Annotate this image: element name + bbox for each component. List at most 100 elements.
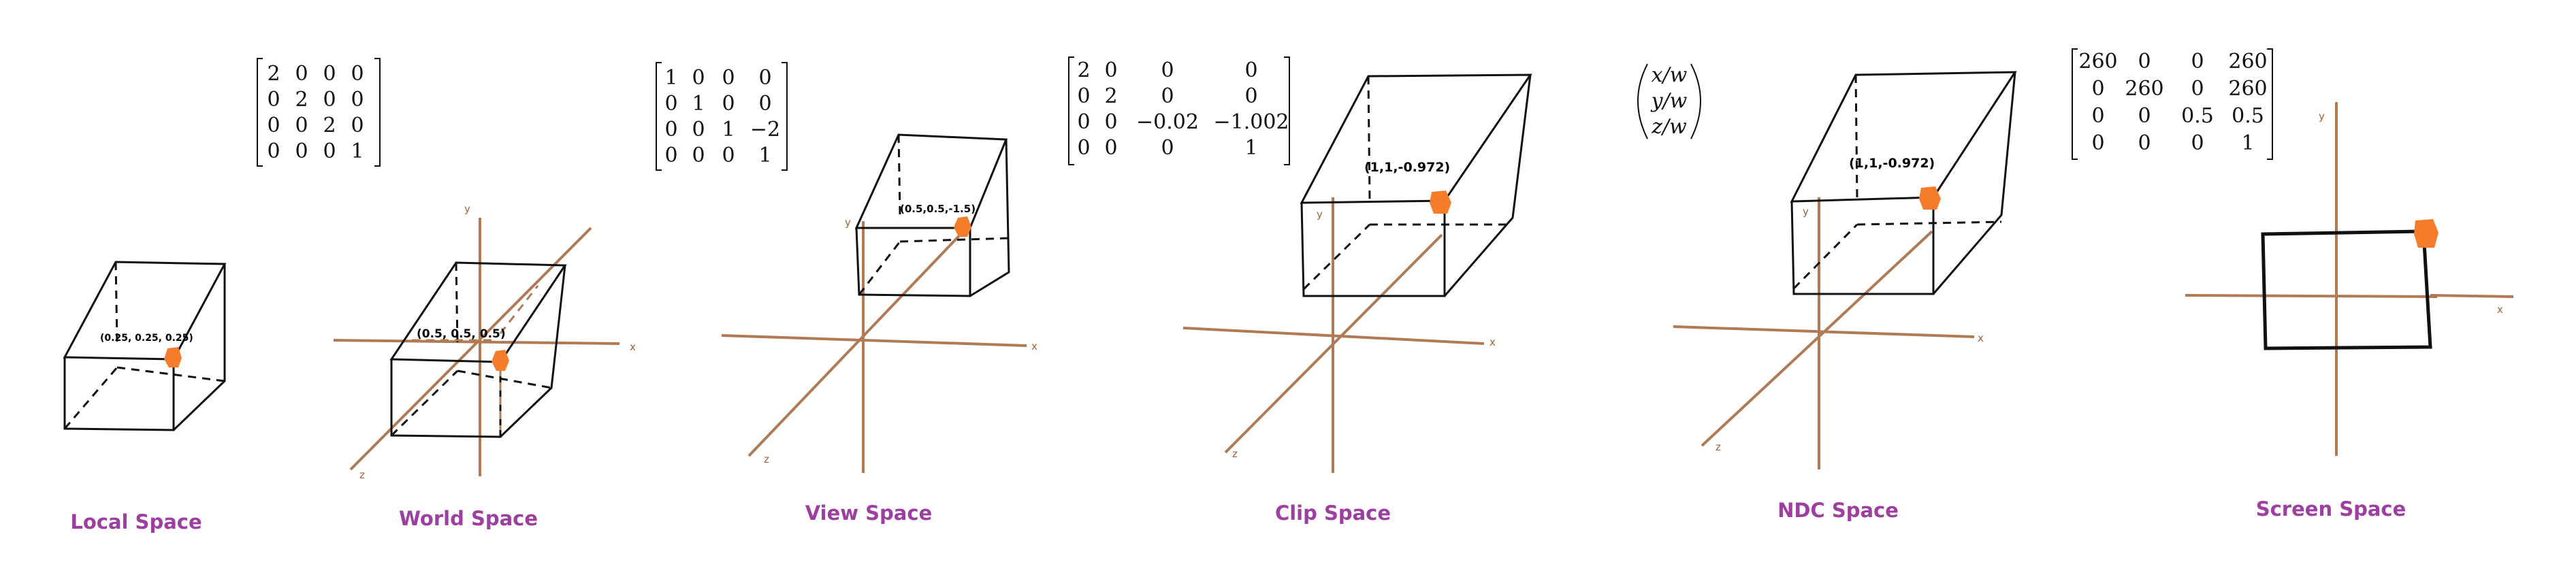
model-m31: 0 bbox=[295, 139, 308, 163]
view-axes bbox=[721, 221, 1027, 473]
viewport-m21: 0 bbox=[2138, 104, 2151, 128]
ndc-point-marker bbox=[1919, 186, 1941, 210]
world-axis-y-label: y bbox=[464, 203, 470, 215]
proj-m03: 0 bbox=[1244, 59, 1257, 82]
view-m32: 0 bbox=[722, 144, 735, 167]
world-axis-x-label: x bbox=[630, 341, 636, 353]
clip-box bbox=[1300, 73, 1532, 297]
view-axis-y-label: y bbox=[845, 216, 851, 229]
local-space-label: Local Space bbox=[70, 510, 202, 533]
model-m20: 0 bbox=[267, 114, 280, 137]
view-m23: −2 bbox=[750, 118, 780, 142]
proj-m30: 0 bbox=[1077, 136, 1090, 160]
viewport-m02: 0 bbox=[2191, 50, 2204, 73]
ndc-point-coord: (1,1,-0.972) bbox=[1849, 156, 1935, 171]
view-axis-x-label: x bbox=[1031, 340, 1037, 352]
local-box bbox=[63, 261, 227, 431]
view-point-coord: (0.5,0.5,-1.5) bbox=[900, 203, 976, 215]
proj-m32: 0 bbox=[1161, 136, 1174, 160]
model-m00: 2 bbox=[267, 62, 280, 86]
screen-rect bbox=[2261, 229, 2432, 350]
world-point-marker bbox=[492, 350, 509, 371]
view-m20: 0 bbox=[664, 118, 677, 142]
world-space-panel: x y z (0.5, 0.5, 0.5) World Space bbox=[333, 203, 636, 530]
viewport-m32: 0 bbox=[2191, 131, 2204, 155]
view-space-label: View Space bbox=[805, 501, 933, 525]
viewport-m10: 0 bbox=[2091, 77, 2104, 101]
world-space-label: World Space bbox=[399, 507, 538, 530]
view-m00: 1 bbox=[664, 66, 677, 90]
view-m30: 0 bbox=[664, 144, 677, 167]
model-m03: 0 bbox=[351, 62, 364, 86]
screen-space-label: Screen Space bbox=[2256, 497, 2406, 521]
clip-axis-x-label: x bbox=[1490, 336, 1496, 348]
ndc-axis-z-label: z bbox=[1716, 441, 1721, 453]
view-m22: 1 bbox=[722, 118, 735, 142]
model-m32: 0 bbox=[323, 139, 336, 163]
screen-axes bbox=[2185, 102, 2438, 456]
view-matrix: 1 0 0 0 0 1 0 0 0 0 1 −2 0 0 0 1 bbox=[656, 62, 788, 171]
clip-point-marker bbox=[1430, 191, 1451, 214]
viewport-m31: 0 bbox=[2138, 131, 2151, 155]
ndc-box bbox=[1790, 71, 2017, 295]
view-m11: 1 bbox=[692, 92, 705, 116]
local-space-panel: (0.25, 0.25, 0.25) Local Space bbox=[63, 261, 227, 533]
projection-matrix: 2 0 0 0 0 2 0 0 0 0 −0.02 −1.002 0 0 0 1 bbox=[1068, 56, 1290, 165]
model-m02: 0 bbox=[323, 62, 336, 86]
model-m01: 0 bbox=[295, 62, 308, 86]
view-m33: 1 bbox=[758, 144, 771, 167]
screen-axis-y-label: y bbox=[2319, 110, 2325, 122]
proj-m12: 0 bbox=[1161, 84, 1174, 108]
viewport-m01: 0 bbox=[2138, 50, 2151, 73]
clip-axis-z-label: z bbox=[1232, 448, 1238, 460]
proj-m00: 2 bbox=[1077, 59, 1090, 82]
local-point-marker bbox=[164, 347, 182, 367]
view-axis-z-label: z bbox=[764, 453, 769, 465]
view-m31: 0 bbox=[692, 144, 705, 167]
viewport-m12: 0 bbox=[2191, 77, 2204, 101]
viewport-m03: 260 bbox=[2228, 50, 2267, 73]
perspective-divide-vector: x/w y/w z/w bbox=[1637, 63, 1701, 139]
proj-m20: 0 bbox=[1077, 110, 1090, 134]
view-m03: 0 bbox=[758, 66, 771, 90]
view-m02: 0 bbox=[722, 66, 735, 90]
model-matrix: 2 0 0 0 0 2 0 0 0 0 2 0 0 0 0 1 bbox=[257, 58, 381, 167]
proj-m21: 0 bbox=[1104, 110, 1117, 134]
proj-m22: −0.02 bbox=[1136, 110, 1199, 134]
divide-x: x/w bbox=[1652, 63, 1688, 87]
clip-space-panel: x y z (1,1,-0.972) Clip Space bbox=[1182, 73, 1532, 525]
world-box bbox=[389, 261, 567, 438]
proj-m02: 0 bbox=[1161, 59, 1174, 82]
divide-y: y/w bbox=[1650, 89, 1688, 113]
viewport-m33: 1 bbox=[2241, 131, 2254, 155]
view-point-marker bbox=[954, 216, 971, 237]
viewport-m22: 0.5 bbox=[2181, 104, 2214, 128]
proj-m11: 2 bbox=[1104, 84, 1117, 108]
ndc-space-panel: x y z (1,1,-0.972) NDC Space bbox=[1673, 71, 2017, 522]
world-guides bbox=[412, 285, 539, 430]
ndc-axis-x-label: x bbox=[1978, 332, 1984, 344]
screen-axis-x-right bbox=[2430, 294, 2514, 298]
screen-point-marker bbox=[2414, 219, 2438, 248]
clip-space-label: Clip Space bbox=[1275, 501, 1391, 525]
ndc-axis-y-label: y bbox=[1803, 205, 1809, 218]
screen-space-panel: x y Screen Space bbox=[2185, 102, 2514, 521]
viewport-m00: 260 bbox=[2078, 50, 2117, 73]
model-m21: 0 bbox=[295, 114, 308, 137]
view-box bbox=[854, 133, 1010, 297]
proj-m23: −1.002 bbox=[1213, 110, 1289, 134]
model-m30: 0 bbox=[267, 139, 280, 163]
clip-point-coord: (1,1,-0.972) bbox=[1364, 160, 1450, 175]
view-m01: 0 bbox=[692, 66, 705, 90]
model-m12: 0 bbox=[323, 88, 336, 112]
world-point-coord: (0.5, 0.5, 0.5) bbox=[417, 327, 506, 341]
view-m12: 0 bbox=[722, 92, 735, 116]
viewport-m11: 260 bbox=[2125, 77, 2163, 101]
world-axis-z-label: z bbox=[359, 469, 365, 481]
model-m23: 0 bbox=[351, 114, 364, 137]
proj-m01: 0 bbox=[1104, 59, 1117, 82]
clip-axes bbox=[1182, 197, 1485, 473]
view-m10: 0 bbox=[664, 92, 677, 116]
clip-axis-y-label: y bbox=[1317, 208, 1323, 220]
